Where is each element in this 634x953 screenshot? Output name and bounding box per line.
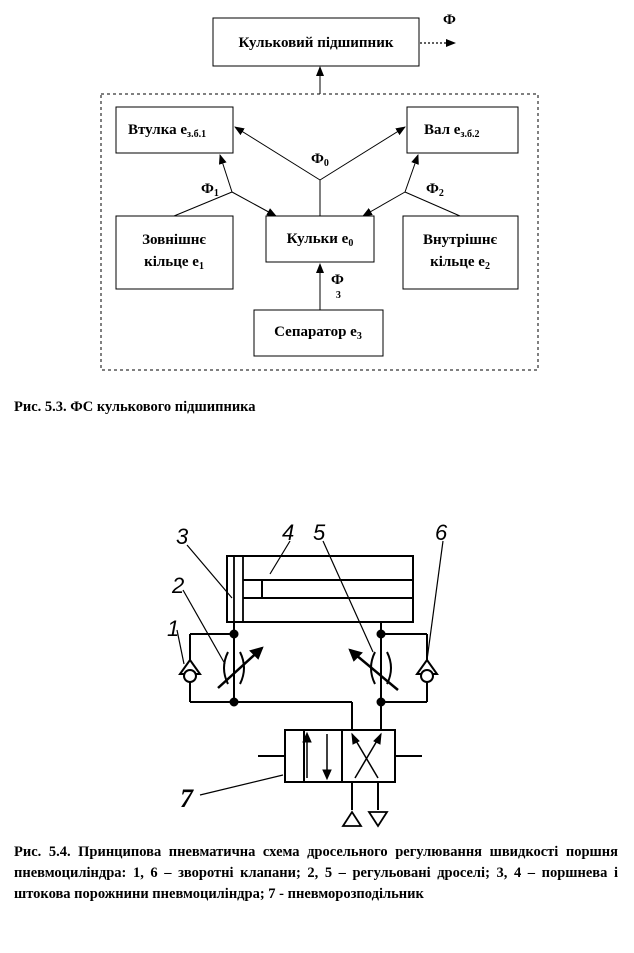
exhaust-port-symbol <box>367 811 389 828</box>
label-2: 2 <box>171 573 184 598</box>
sleeve-label: Втулка ез.б.1 <box>128 122 206 140</box>
inner-ring-line2: кільце е2 <box>430 254 490 272</box>
distributor-7 <box>258 729 422 828</box>
flow0-label: Ф0 <box>311 151 329 169</box>
throttle-2 <box>217 646 264 689</box>
supply-port-symbol <box>341 810 363 827</box>
inner-ring-line1: Внутрішнє <box>423 232 498 248</box>
inner-ring-box <box>402 215 519 290</box>
inner-ring-to-shaft-arrow <box>404 154 419 193</box>
piston <box>233 555 244 623</box>
outer-ring-line1: Зовнішнє <box>142 232 206 248</box>
pneumatic-schematic <box>176 540 444 828</box>
figure-5-4-caption: Рис. 5.4. Принципова пневматична схема д… <box>14 844 618 902</box>
check-valve-1 <box>178 658 202 683</box>
inner-ring-to-balls-arrow <box>362 191 406 217</box>
bearing-functional-structure: Кульковий підшипник Ф Втулка ез.б.1 Вал … <box>100 12 539 371</box>
outer-ring-to-balls-arrow <box>231 191 277 217</box>
sleeve-box <box>115 106 234 154</box>
outer-ring-to-sleeve-arrow <box>218 154 233 193</box>
outer-ring-trunk-line <box>173 191 233 217</box>
figure-5-3-caption: Рис. 5.3. ФС кулькового підшипника <box>14 399 256 415</box>
leader-lines <box>176 540 444 796</box>
flow1-label: Ф1 <box>201 181 219 199</box>
flow2-label: Ф2 <box>426 181 444 199</box>
balls-label: Кульки е0 <box>287 231 354 249</box>
throttle-5 <box>348 648 399 691</box>
separator-box <box>253 309 384 357</box>
outer-ring-line2: кільце е1 <box>144 254 204 272</box>
label-6: 6 <box>435 520 448 545</box>
inner-ring-trunk-line <box>404 191 461 217</box>
label-5: 5 <box>313 520 326 545</box>
label-4: 4 <box>282 520 294 545</box>
balls-to-sleeve-arrow <box>234 126 321 181</box>
output-flow-label: Ф <box>443 12 456 28</box>
separator-label: Сепаратор е3 <box>274 324 362 342</box>
balls-to-shaft-arrow <box>319 126 406 181</box>
label-7: 7 <box>180 784 194 813</box>
label-3: 3 <box>176 524 189 549</box>
shaft-box <box>406 106 519 154</box>
outer-ring-box <box>115 215 234 290</box>
bearing-box-label: Кульковий підшипник <box>239 35 394 51</box>
check-valve-6 <box>415 658 439 683</box>
shaft-label: Вал ез.б.2 <box>424 122 480 140</box>
cylinder-body <box>226 555 414 623</box>
label-1: 1 <box>167 616 179 641</box>
